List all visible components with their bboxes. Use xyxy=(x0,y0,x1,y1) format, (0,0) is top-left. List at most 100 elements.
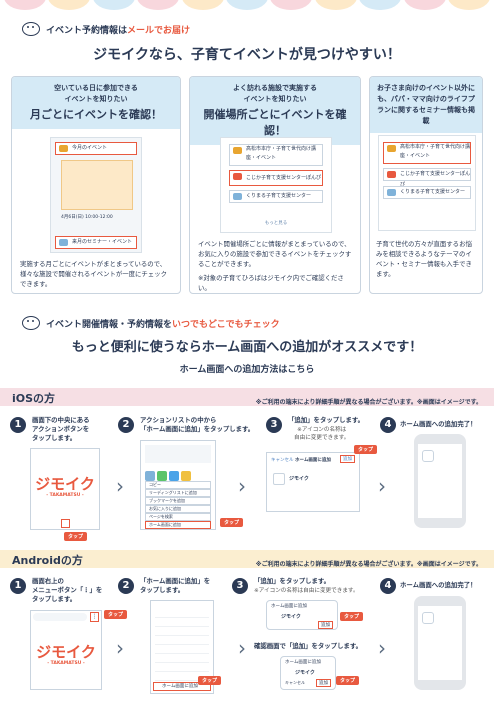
venue-more-link: もっと見る xyxy=(264,221,288,226)
android-add-dialog: ホーム画面に追加 ジモイク 追加 xyxy=(266,600,338,630)
home-app-icon[interactable] xyxy=(422,450,434,462)
venue-row-3: くりまる子育て支援センター xyxy=(229,190,323,203)
event-thumbnail xyxy=(61,160,133,210)
card-venue-header: よく訪れる施設で実施する イベントを知りたい 開催場所ごとにイベントを確認！ xyxy=(190,77,360,145)
ios-step4-number: 4 xyxy=(380,417,396,433)
jimoiku-logo-sub: - TAKAMATSU - xyxy=(46,493,84,498)
seminar-row-3: くりまる子育て支援センター xyxy=(383,186,471,199)
jimoiku-logo: ジモイク xyxy=(35,475,95,493)
menu-add-to-home[interactable]: ホーム画面に追加 xyxy=(153,682,211,691)
row-next-month: 来月のセミナー・イベント xyxy=(55,236,137,249)
ios-step3-number: 3 xyxy=(266,417,282,433)
card-monthly-headline: 月ごとにイベントを確認！ xyxy=(30,108,162,121)
android-step1-screen: ⋮ ジモイク - TAKAMATSU - xyxy=(30,610,102,690)
ios-menu-item[interactable]: ホーム画面に追加 xyxy=(145,521,211,529)
ios-menu-item[interactable]: お気に入りに追加 xyxy=(145,505,211,513)
dialog-title: ホーム画面に追加 xyxy=(295,458,331,463)
chevron-right-icon: › xyxy=(378,474,386,498)
card-venue: よく訪れる施設で実施する イベントを知りたい 開催場所ごとにイベントを確認！ 高… xyxy=(189,76,361,294)
ios-menu-item[interactable]: ページを検索 xyxy=(145,513,211,521)
tap-label: タップ xyxy=(104,610,128,619)
jimoiku-logo: ジモイク xyxy=(36,643,96,661)
cancel-button[interactable]: キャンセル xyxy=(285,680,305,685)
android-step1-text: 画面右上の メニューボタン「⋮」を タップします。 xyxy=(32,577,103,603)
ios-step1-text: 画面下の中央にある アクションボタンを タップします。 xyxy=(32,416,90,442)
seminar-row-1: 高松市本庁・子育て世代向け講座・イベント xyxy=(383,142,471,164)
android-step2-number: 2 xyxy=(118,578,134,594)
home-app-icon[interactable] xyxy=(422,612,434,624)
ios-step2-text: アクションリストの中から 「ホーム画面に追加」をタップします。 xyxy=(140,416,255,433)
smile-face-icon xyxy=(22,22,40,36)
share-app-icons xyxy=(145,466,211,481)
share-header xyxy=(145,445,211,463)
add-button[interactable]: 追加 xyxy=(316,679,331,687)
card-seminar: お子さま向けのイベント以外にも、パパ・ママ向けのライフプランに関するセミナー情報… xyxy=(369,76,483,294)
venue-row-2: こじか子育て支援センターぽんぴ xyxy=(229,170,323,186)
card-monthly: 空いている日に参加できる イベントを知りたい 月ごとにイベントを確認！ 今月のイ… xyxy=(11,76,181,294)
add-button[interactable]: 追加 xyxy=(340,455,355,463)
tap-label: タップ xyxy=(336,676,360,685)
decorative-dot xyxy=(137,0,180,10)
tap-label: タップ xyxy=(64,532,88,541)
row-this-month: 今月のイベント xyxy=(55,142,137,155)
ios-menu-item[interactable]: リーディングリストに追加 xyxy=(145,489,211,497)
decorative-dot xyxy=(447,0,490,10)
cancel-button[interactable]: キャンセル xyxy=(271,458,294,463)
card-seminar-header: お子さま向けのイベント以外にも、パパ・ママ向けのライフプランに関するセミナー情報… xyxy=(370,77,482,133)
smile-face-icon xyxy=(22,316,40,330)
dialog-title: ホーム画面に追加 xyxy=(271,604,307,609)
card-monthly-screenshot: 今月のイベント 4月6日(日) 10:00-12:00 来月のセミナー・イベント xyxy=(50,137,142,253)
tap-label: タップ xyxy=(198,676,222,685)
ios-step4-text: ホーム画面への追加完了！ xyxy=(400,420,477,428)
android-note: ※ご利用の端末により詳細手順が異なる場合がございます。※画面はイメージです。 xyxy=(255,561,482,568)
section2-subtitle: ホーム画面への追加方法はこちら xyxy=(179,365,315,375)
decorative-dot xyxy=(48,0,91,10)
chevron-right-icon: › xyxy=(378,636,386,660)
address-bar[interactable] xyxy=(33,613,87,621)
app-name-field[interactable]: ジモイク xyxy=(281,614,301,620)
android-title: Androidの方 xyxy=(12,554,83,567)
android-band: Androidの方 ※ご利用の端末により詳細手順が異なる場合がございます。※画面… xyxy=(0,550,494,568)
decorative-dot xyxy=(181,0,224,10)
chevron-right-icon: › xyxy=(116,636,124,660)
ios-title: iOSの方 xyxy=(12,392,56,405)
android-step4-number: 4 xyxy=(380,578,396,594)
app-name-field[interactable]: ジモイク xyxy=(289,476,309,482)
chevron-right-icon: › xyxy=(116,474,124,498)
card-seminar-desc: 子育て世代の方々が直面するお悩みを相談できるようなテーマのイベント・セミナー情報… xyxy=(376,240,472,278)
ios-menu-item[interactable]: コピー xyxy=(145,481,211,489)
card-monthly-header: 空いている日に参加できる イベントを知りたい 月ごとにイベントを確認！ xyxy=(12,77,180,129)
seminar-row-2: こじか子育て支援センターぽんぴ xyxy=(383,168,471,188)
ios-step3-sub: ※アイコンの名称は 自由に変更できます。 xyxy=(294,427,350,441)
card-venue-note: ※対象の子育てひろばはジモイク内でご確認ください。 xyxy=(198,274,344,292)
decorative-dot xyxy=(92,0,135,10)
share-icon[interactable] xyxy=(61,519,70,528)
android-step1-number: 1 xyxy=(10,578,26,594)
tap-label: タップ xyxy=(340,612,364,621)
event-date: 4月6日(日) 10:00-12:00 xyxy=(61,215,113,220)
section2-title: もっと便利に使うならホーム画面への追加がオススメです！ xyxy=(71,340,423,355)
dialog-title: ホーム画面に追加 xyxy=(285,660,321,665)
add-button[interactable]: 追加 xyxy=(318,621,333,629)
android-confirm-dialog: ホーム画面に追加 ジモイク キャンセル 追加 xyxy=(280,656,336,690)
android-menu: ホーム画面に追加 xyxy=(150,600,214,694)
ios-menu-item[interactable]: ブックマークを追加 xyxy=(145,497,211,505)
decorative-dot xyxy=(270,0,313,10)
android-step3-confirm: 確認画面で「追加」をタップします。 xyxy=(254,642,362,650)
android-step2-text: 「ホーム画面に追加」を タップします。 xyxy=(140,577,211,594)
venue-row-1: 高松市本庁・子育て世代向け講座・イベント xyxy=(229,144,323,166)
decorative-dot xyxy=(403,0,446,10)
app-icon xyxy=(273,473,285,485)
iphone-frame xyxy=(414,434,466,528)
decorative-dots xyxy=(0,0,494,10)
section1-header-text: イベント予約情報はメールでお届け xyxy=(46,25,191,36)
card-venue-headline: 開催場所ごとにイベントを確認！ xyxy=(203,108,347,137)
more-vert-icon[interactable]: ⋮ xyxy=(90,612,99,622)
android-step4-text: ホーム画面への追加完了！ xyxy=(400,581,477,589)
android-step3-text: 「追加」をタップします。 xyxy=(254,577,331,585)
card-venue-screenshot: 高松市本庁・子育て世代向け講座・イベント こじか子育て支援センターぽんぴ くりま… xyxy=(220,137,332,233)
ios-step2-number: 2 xyxy=(118,417,134,433)
section2-header-text: イベント開催情報・予約情報をいつでもどこでもチェック xyxy=(46,319,280,330)
app-name-label: ジモイク xyxy=(295,670,315,676)
ios-step1-screen: ジモイク - TAKAMATSU - xyxy=(30,448,100,530)
